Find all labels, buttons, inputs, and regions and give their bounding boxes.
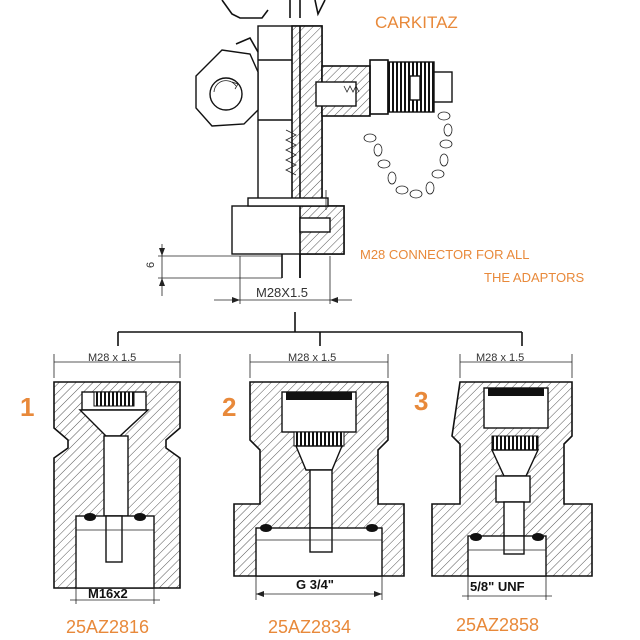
adaptor-2-number: 2 [222, 392, 236, 422]
adaptor-2-thread: G 3/4" [296, 577, 334, 592]
adaptor-3-code: 25AZ2858 [456, 615, 539, 635]
adaptor-3-drawing [431, 354, 593, 600]
dimension-lines [158, 244, 352, 304]
branch-lines [117, 312, 523, 346]
chain-icon [363, 111, 453, 199]
adaptor-1-number: 1 [20, 392, 34, 422]
adaptor-3-top-thread: M28 x 1.5 [476, 352, 524, 364]
quick-connector-icon [369, 59, 453, 115]
adaptor-2-drawing [233, 354, 405, 600]
valve-assembly [195, 0, 453, 278]
adaptor-1-top-thread: M28 x 1.5 [88, 352, 136, 364]
valve-knob-icon [195, 36, 259, 127]
connector-note-line1: M28 CONNECTOR FOR ALL [360, 247, 530, 262]
connector-note-line2: THE ADAPTORS [484, 270, 585, 285]
adaptor-1-code: 25AZ2816 [66, 617, 149, 637]
adaptor-2-code: 25AZ2834 [268, 617, 351, 637]
adaptor-1-thread: M16x2 [88, 586, 128, 601]
main-thread-label: M28X1.5 [256, 285, 308, 300]
page-title: CARKITAZ [375, 13, 458, 32]
adaptor-3-number: 3 [414, 386, 428, 416]
adaptor-2-top-thread: M28 x 1.5 [288, 352, 336, 364]
adaptor-1-drawing [53, 354, 181, 604]
side-dimension-label: 6 [145, 262, 157, 268]
adaptor-3-thread: 5/8" UNF [470, 579, 525, 594]
